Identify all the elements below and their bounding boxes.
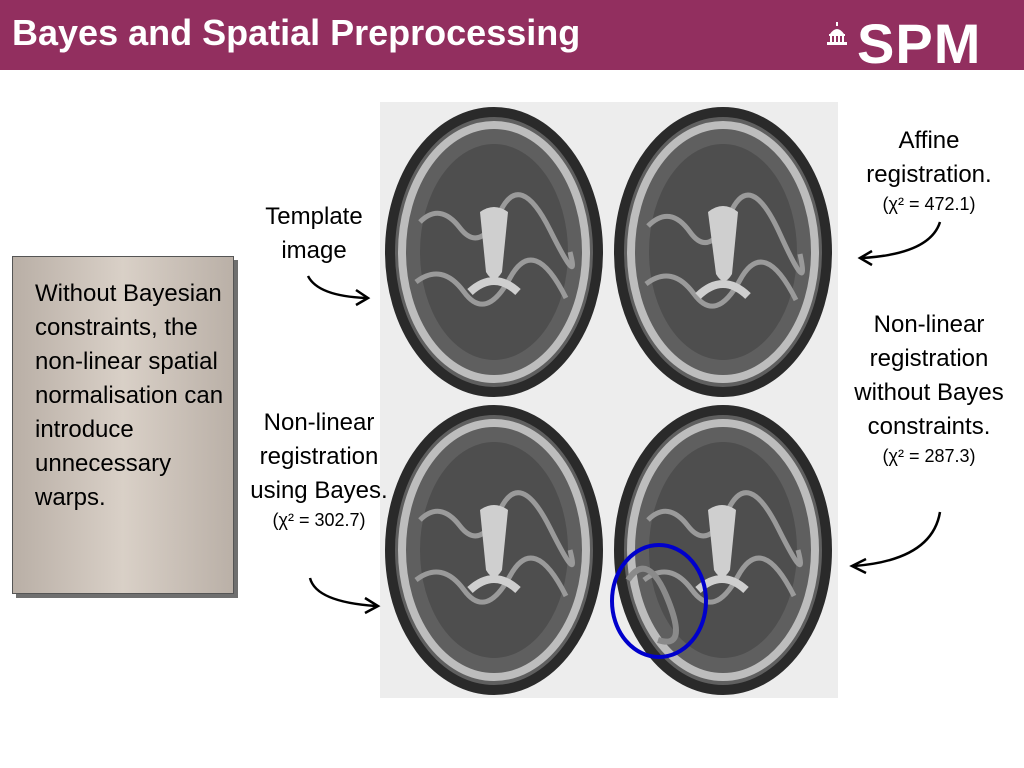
brain-bayes-image	[380, 400, 608, 698]
label-nobayes-chi: (χ² = 287.3)	[882, 446, 976, 466]
explanation-box: Without Bayesian constraints, the non-li…	[12, 256, 234, 594]
arrow-nobayes	[849, 511, 942, 575]
arrow-template	[306, 275, 371, 307]
label-template: Template image	[244, 200, 384, 268]
label-nobayes: Non-linear registration without Bayes co…	[850, 308, 1008, 468]
brain-template-image	[380, 102, 608, 400]
arrow-affine	[857, 221, 942, 267]
header-bar: Bayes and Spatial Preprocessing SPM	[0, 0, 1024, 75]
slide-title: Bayes and Spatial Preprocessing	[12, 12, 581, 53]
label-bayes-text: Non-linear registration using Bayes.	[250, 409, 388, 504]
arrow-bayes	[308, 577, 381, 615]
label-nobayes-text: Non-linear registration without Bayes co…	[854, 311, 1004, 440]
label-bayes: Non-linear registration using Bayes. (χ²…	[246, 406, 392, 532]
explanation-text: Without Bayesian constraints, the non-li…	[35, 280, 224, 511]
brain-affine-image	[608, 102, 838, 400]
warp-highlight-ellipse	[610, 543, 708, 659]
label-template-text: Template image	[265, 203, 363, 264]
label-affine-text: Affine registration.	[866, 127, 992, 188]
brain-nobayes-image	[608, 400, 838, 698]
spm-logo: SPM	[857, 12, 982, 75]
capitol-building-icon	[827, 22, 847, 45]
label-affine-chi: (χ² = 472.1)	[882, 194, 976, 214]
label-bayes-chi: (χ² = 302.7)	[272, 510, 366, 530]
label-affine: Affine registration. (χ² = 472.1)	[846, 124, 1012, 216]
